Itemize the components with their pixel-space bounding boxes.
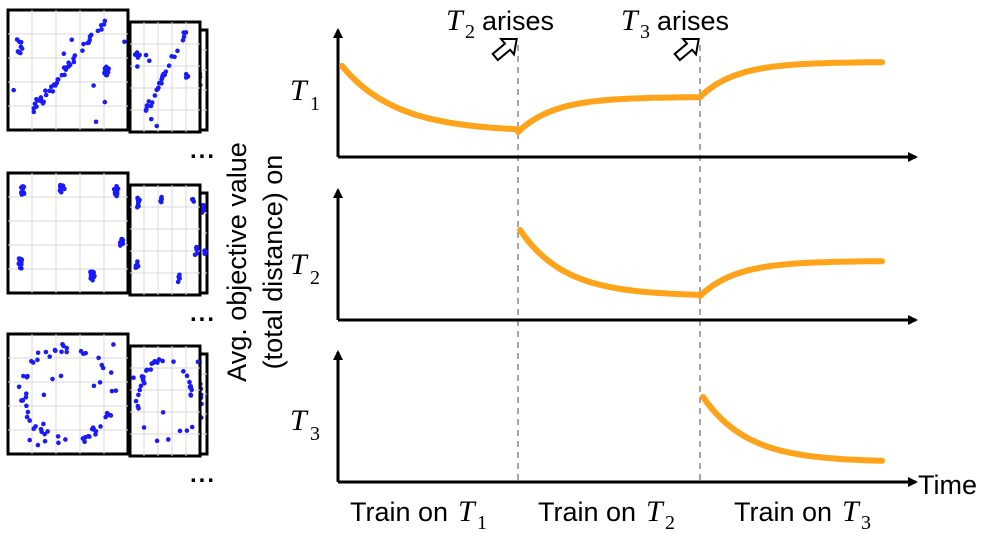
more-instances-ellipsis: ... bbox=[190, 461, 216, 488]
y-axis-label: Avg. objective value (total distance) on bbox=[222, 142, 288, 382]
instance-stack-2: ... bbox=[6, 171, 216, 327]
svg-text:T: T bbox=[290, 248, 309, 281]
curve-t3 bbox=[700, 394, 885, 464]
svg-text:2: 2 bbox=[310, 267, 320, 289]
event-arrow-icon bbox=[491, 37, 518, 62]
curve-t2 bbox=[517, 227, 885, 299]
svg-text:(total distance) on: (total distance) on bbox=[258, 155, 288, 370]
curve-t1 bbox=[339, 59, 885, 135]
svg-text:Train on: Train on bbox=[734, 497, 832, 527]
objective-panels bbox=[333, 28, 918, 487]
instance-stack-3: ... bbox=[6, 332, 216, 488]
svg-text:2: 2 bbox=[665, 512, 675, 533]
row-label-t1: T 1 bbox=[290, 74, 320, 115]
x-axis-label: Time bbox=[918, 470, 977, 500]
instance-card bbox=[6, 8, 130, 132]
svg-text:T: T bbox=[842, 495, 861, 528]
svg-text:T: T bbox=[646, 495, 665, 528]
svg-text:T: T bbox=[458, 495, 477, 528]
instance-card bbox=[128, 183, 202, 297]
svg-text:T: T bbox=[290, 404, 309, 437]
phase-label-t3: Train on T 3 bbox=[734, 495, 871, 533]
svg-text:2: 2 bbox=[465, 21, 475, 43]
svg-text:T: T bbox=[621, 4, 640, 37]
objective-curves bbox=[339, 59, 885, 464]
event-arrow-icon bbox=[673, 37, 700, 62]
svg-text:arises: arises bbox=[657, 6, 729, 36]
svg-text:Train on: Train on bbox=[538, 497, 636, 527]
instance-stacks: ......... bbox=[6, 8, 216, 488]
instance-card bbox=[6, 332, 130, 456]
phase-label-t2: Train on T 2 bbox=[538, 495, 675, 533]
event-t2-arises: T 2 arises bbox=[446, 4, 554, 62]
svg-text:1: 1 bbox=[310, 93, 320, 115]
svg-text:3: 3 bbox=[861, 512, 871, 533]
svg-text:T: T bbox=[446, 4, 465, 37]
svg-text:Train on: Train on bbox=[350, 497, 448, 527]
svg-text:Avg. objective value: Avg. objective value bbox=[222, 142, 252, 382]
instance-card bbox=[6, 171, 130, 295]
more-instances-ellipsis: ... bbox=[190, 137, 216, 164]
svg-text:1: 1 bbox=[477, 512, 487, 533]
svg-text:3: 3 bbox=[640, 21, 650, 43]
phase-label-t1: Train on T 1 bbox=[350, 495, 487, 533]
svg-text:arises: arises bbox=[482, 6, 554, 36]
instance-card bbox=[128, 344, 202, 458]
row-label-t2: T 2 bbox=[290, 248, 320, 289]
instance-stack-1: ... bbox=[6, 8, 216, 164]
instance-card bbox=[128, 20, 202, 134]
svg-text:T: T bbox=[290, 74, 309, 107]
event-t3-arises: T 3 arises bbox=[621, 4, 729, 62]
svg-text:3: 3 bbox=[310, 423, 320, 445]
row-label-t3: T 3 bbox=[290, 404, 320, 445]
more-instances-ellipsis: ... bbox=[190, 300, 216, 327]
